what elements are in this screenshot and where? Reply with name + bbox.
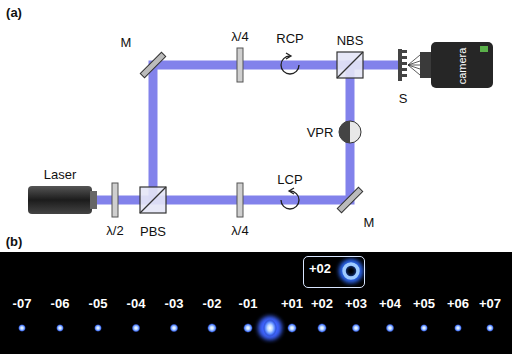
- component-label: λ/2: [106, 224, 123, 237]
- grating: [398, 49, 407, 81]
- diffraction-order: +07: [479, 297, 501, 310]
- diffraction-order: +02: [311, 297, 333, 310]
- diffraction-order: +06: [447, 297, 469, 310]
- component-label: M: [121, 36, 132, 49]
- polarization-label: LCP: [277, 173, 302, 186]
- component-label: λ/4: [231, 224, 248, 237]
- circular-polarization-symbol: [281, 53, 299, 209]
- laser-beam: [95, 65, 398, 200]
- diffraction-order: -03: [165, 297, 184, 310]
- diffraction-order: +01: [281, 297, 303, 310]
- component-label: M: [364, 216, 375, 229]
- diffraction-order: +03: [345, 297, 367, 310]
- component-label: camera: [457, 48, 468, 85]
- diffraction-order: -01: [239, 297, 258, 310]
- component-label: NBS: [337, 34, 364, 47]
- mirror: [140, 52, 165, 77]
- diffraction-spot: [18, 316, 494, 340]
- component-label: Laser: [44, 168, 77, 181]
- diffraction-order: -02: [203, 297, 222, 310]
- beam-splitter: [337, 52, 363, 78]
- inset-box: +02: [303, 256, 365, 288]
- vortex-phase-retarder: [339, 121, 361, 143]
- component-label: S: [399, 92, 408, 105]
- camera-body: [420, 42, 493, 88]
- half-wave-plate: [112, 183, 118, 217]
- panel-label: (b): [6, 235, 23, 248]
- vortex-spot: [342, 262, 360, 280]
- diffraction-order: +04: [379, 297, 401, 310]
- component-label: VPR: [307, 126, 334, 139]
- laser-source: [28, 186, 97, 214]
- inset-label: +02: [309, 262, 364, 275]
- panel-label: (a): [6, 6, 22, 19]
- diffraction-order: -06: [51, 297, 70, 310]
- diffraction-order: -05: [89, 297, 108, 310]
- quarter-wave-plate: [237, 183, 243, 217]
- diffraction-rays: [408, 55, 420, 75]
- diffraction-order: -07: [13, 297, 32, 310]
- polarizing-beam-splitter: [140, 187, 166, 213]
- quarter-wave-plate: [237, 48, 243, 82]
- diffraction-order: +05: [413, 297, 435, 310]
- mirror: [337, 187, 362, 212]
- polarization-label: RCP: [276, 32, 303, 45]
- component-label: λ/4: [231, 30, 248, 43]
- component-label: PBS: [140, 225, 166, 238]
- diffraction-order: -04: [127, 297, 146, 310]
- diffraction-image: [0, 252, 512, 354]
